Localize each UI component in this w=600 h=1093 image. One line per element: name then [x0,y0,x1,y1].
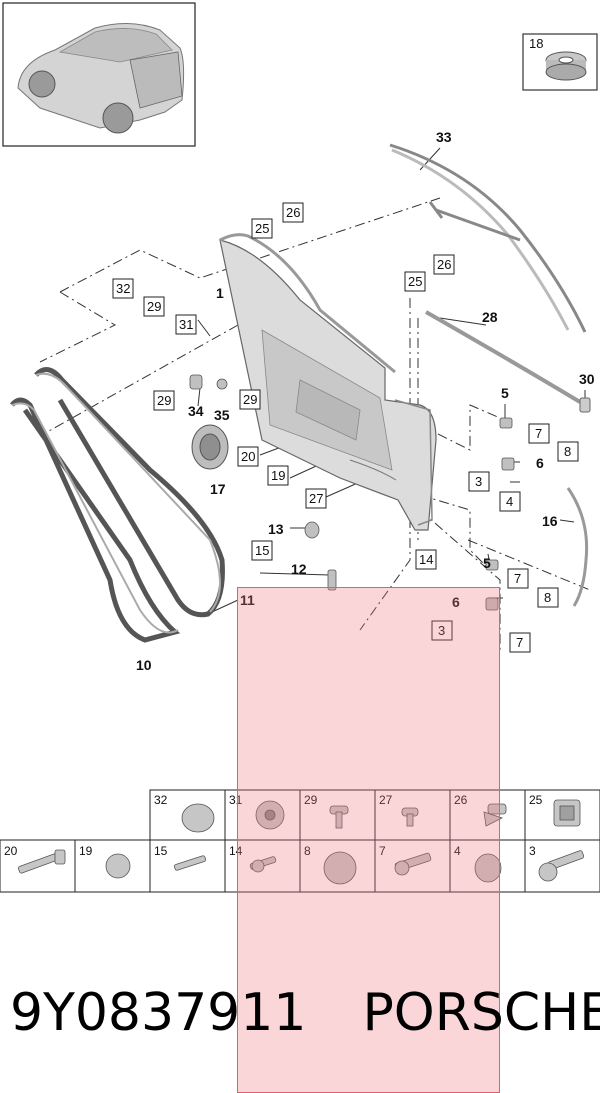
part-1-door-shell [219,233,437,531]
table-cell-32: 32 [154,793,168,807]
boxed-callouts [112,202,579,653]
callout-6b: 6 [452,594,460,610]
boxed-callout-labels: 26 25 26 25 32 29 31 29 29 7 8 20 19 3 2… [116,205,571,650]
table-cell-27: 27 [379,793,393,807]
callout-12: 12 [291,561,307,577]
callout-17: 17 [210,481,226,497]
table-cell-31: 31 [229,793,243,807]
callout-3b: 3 [438,623,445,638]
callout-7c: 7 [516,635,523,650]
callout-19: 19 [271,468,285,483]
part-28-channel [425,310,591,413]
callout-27: 27 [309,491,323,506]
callout-5b: 5 [483,555,491,571]
small-parts [189,374,515,611]
callout-5a: 5 [501,385,509,401]
callout-26b: 26 [437,257,451,272]
callout-10: 10 [136,657,152,673]
callout-29a: 29 [147,299,161,314]
part-number: 9Y0837911 [10,983,307,1043]
callout-25a: 25 [255,221,269,236]
vehicle-thumbnail [2,2,196,147]
table-cell-7: 7 [379,844,386,858]
table-cell-20: 20 [4,844,18,858]
callout-8a: 8 [564,444,571,459]
part-18-box: 18 [522,33,598,91]
plain-callouts: 33 1 28 30 5 34 35 6 17 16 13 5 12 11 6 … [136,129,595,673]
table-cell-3: 3 [529,844,536,858]
callout-32: 32 [116,281,130,296]
callout-28: 28 [482,309,498,325]
brand-name: PORSCHE [362,983,600,1043]
callout-14: 14 [419,552,433,567]
part-10-11-seals [10,367,225,643]
callout-3a: 3 [475,474,482,489]
callout-13: 13 [268,521,284,537]
fastener-table: 32 31 29 27 26 25 20 19 15 14 8 7 4 3 [0,789,600,893]
callout-29b: 29 [157,393,171,408]
callout-4: 4 [506,494,513,509]
callout-7a: 7 [535,426,542,441]
callout-16: 16 [542,513,558,529]
callout-31: 31 [179,317,193,332]
part-33-window-frame [389,143,587,333]
callout-20: 20 [241,449,255,464]
callout-7b: 7 [514,571,521,586]
callout-15: 15 [255,543,269,558]
callout-11: 11 [240,592,255,608]
table-cell-29: 29 [304,793,318,807]
callout-30: 30 [579,371,595,387]
callout-34: 34 [188,403,204,419]
table-cell-19: 19 [79,844,93,858]
callout-26a: 26 [286,205,300,220]
callout-33: 33 [436,129,452,145]
callout-6a: 6 [536,455,544,471]
callout-8b: 8 [544,590,551,605]
part-17-speaker [191,424,229,470]
table-cell-8: 8 [304,844,311,858]
callout-35: 35 [214,407,230,423]
callout-18: 18 [529,36,543,51]
table-cell-4: 4 [454,844,461,858]
callout-29c: 29 [243,392,257,407]
table-cell-25: 25 [529,793,543,807]
table-cell-14: 14 [229,844,243,858]
part-16-strip [566,487,589,607]
table-cell-15: 15 [154,844,168,858]
footer-caption: 9Y0837911 PORSCHE [10,978,600,1048]
table-cell-26: 26 [454,793,468,807]
callout-1: 1 [216,285,224,301]
callout-25b: 25 [408,274,422,289]
